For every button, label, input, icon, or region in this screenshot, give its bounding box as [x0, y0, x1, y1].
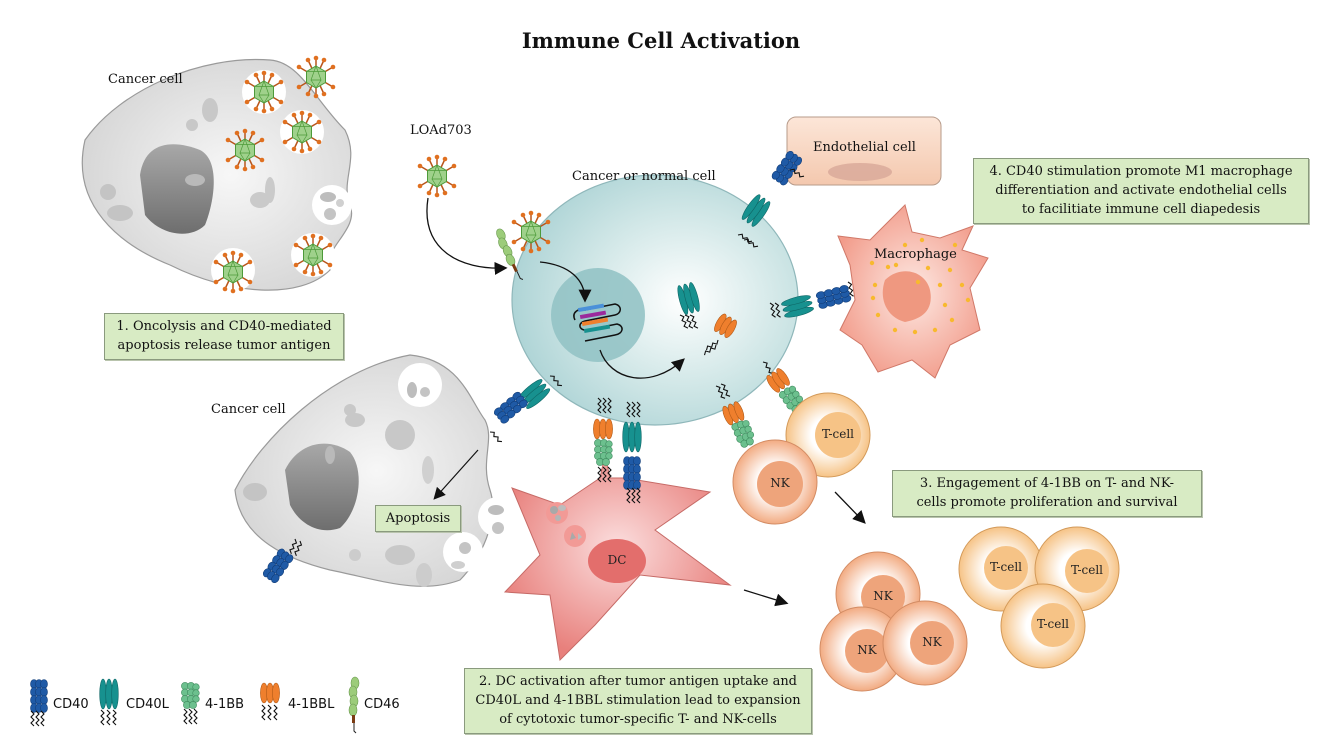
- apoptosis-label: Apoptosis: [385, 511, 451, 526]
- label-virus: LOAd703: [410, 123, 472, 138]
- dc-nucleus: [588, 539, 646, 583]
- label-endothelial: Endothelial cell: [813, 140, 916, 155]
- step-2-line-3: of cytotoxic tumor-specific T- and NK-ce…: [499, 712, 777, 727]
- label-dc: DC: [607, 553, 627, 567]
- cd40l-cd40-cancer: [433, 373, 563, 500]
- apoptosis-arrow: [433, 449, 479, 500]
- macrophage-cell: [837, 204, 989, 379]
- step-1-box: 1. Oncolysis and CD40-mediated apoptosis…: [104, 313, 344, 360]
- step-3-box: 3. Engagement of 4-1BB on T- and NK- cel…: [892, 470, 1202, 517]
- label-central-cell: Cancer or normal cell: [572, 169, 716, 184]
- cancer-cell-bottom: [234, 354, 518, 587]
- label-macrophage: Macrophage: [874, 247, 957, 262]
- nk-cluster: [819, 551, 968, 692]
- label-nk-1: NK: [873, 589, 893, 603]
- legend-label-cd40: CD40: [53, 697, 89, 712]
- entry-arrow: [539, 261, 592, 303]
- legend-label-4-1bb: 4-1BB: [205, 697, 245, 712]
- step-2-line-1: 2. DC activation after tumor antigen upt…: [478, 674, 798, 689]
- infection-arrow: [426, 197, 508, 275]
- step-4-line-2: differentiation and activate endothelial…: [995, 183, 1287, 198]
- label-cancer-cell-bottom: Cancer cell: [211, 402, 286, 417]
- step-1-line-2: apoptosis release tumor antigen: [117, 338, 331, 353]
- step-2-line-2: CD40L and 4-1BBL stimulation lead to exp…: [475, 693, 801, 708]
- expansion-arrow-nk: [834, 491, 866, 524]
- cancer-cell-top: [81, 54, 353, 295]
- label-tcell-1: T-cell: [989, 560, 1022, 574]
- step-4-line-1: 4. CD40 stimulation promote M1 macrophag…: [989, 164, 1293, 179]
- virus-icon: [416, 153, 458, 199]
- step-2-box: 2. DC activation after tumor antigen upt…: [464, 668, 812, 734]
- label-tcell-2: T-cell: [1070, 563, 1103, 577]
- label-cancer-cell-top: Cancer cell: [108, 72, 183, 87]
- tcell-cluster: [958, 526, 1120, 669]
- step-3-line-1: 3. Engagement of 4-1BB on T- and NK-: [919, 476, 1175, 491]
- nucleus-top: [140, 144, 214, 234]
- diagram-title: Immune Cell Activation: [521, 28, 801, 53]
- step-1-line-1: 1. Oncolysis and CD40-mediated: [116, 319, 332, 334]
- dendritic-cell: [503, 454, 732, 662]
- step-3-line-2: cells promote proliferation and survival: [916, 495, 1178, 510]
- cd40l-icon: [99, 678, 119, 726]
- label-tcell-3: T-cell: [1036, 617, 1069, 631]
- nk-engaged: [732, 439, 818, 525]
- step-4-box: 4. CD40 stimulation promote M1 macrophag…: [973, 158, 1309, 224]
- nucleus-bottom: [285, 443, 359, 531]
- endothelial-cell: [786, 116, 942, 186]
- label-nk: NK: [770, 476, 790, 490]
- step-4-line-3: to facilitiate immune cell diapedesis: [1021, 202, 1261, 217]
- apoptosis-label-box: Apoptosis: [375, 505, 461, 532]
- legend-label-cd40l: CD40L: [126, 697, 169, 712]
- viral-genome-icon: [573, 303, 623, 342]
- legend-label-4-1bbl: 4-1BBL: [288, 697, 335, 712]
- 4-1bb-icon: [181, 682, 200, 725]
- legend-label-cd46: CD46: [364, 697, 400, 712]
- expression-arrow: [599, 349, 685, 379]
- granules: [869, 237, 971, 335]
- label-nk-3: NK: [922, 635, 942, 649]
- expansion-arrow-dc: [743, 589, 789, 607]
- label-tcell: T-cell: [821, 427, 854, 441]
- cd46-icon: [348, 676, 360, 734]
- 4-1bbl-icon: [260, 682, 280, 721]
- cd40-icon: [30, 679, 48, 727]
- label-nk-2: NK: [857, 643, 877, 657]
